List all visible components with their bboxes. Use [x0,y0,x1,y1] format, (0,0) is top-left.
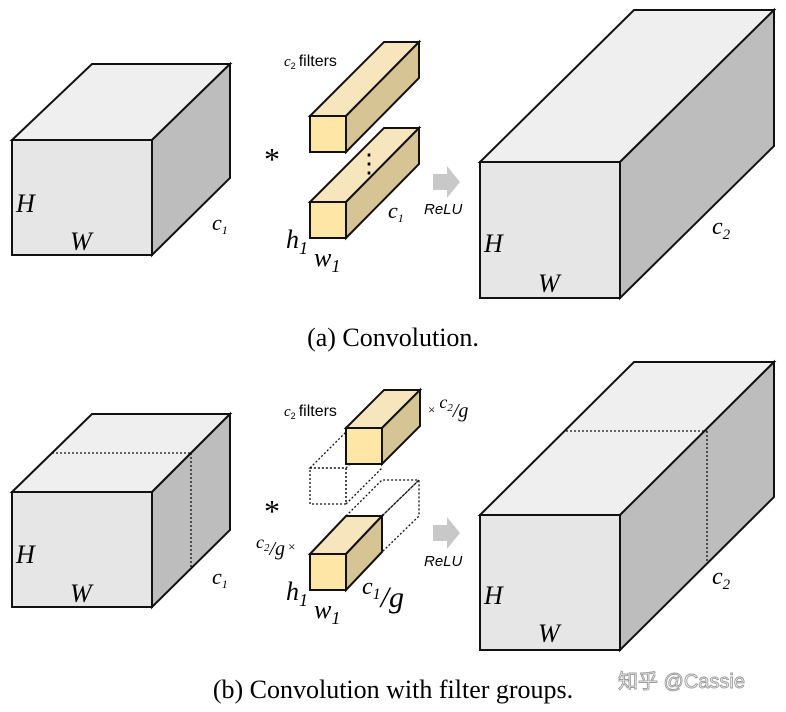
output-b-depth-label: c2 [712,564,731,593]
input-tensor-b-front [11,491,153,608]
filter-a-depth-label: c1 [388,198,404,225]
relu-label-a: ReLU [424,201,463,218]
group-multiplier-left: c2/g× [256,532,295,560]
filter-a-h-label: h1 [286,225,308,258]
filter-b-top [343,387,423,467]
output-b-width-label: W [538,619,562,648]
input-b-depth-label: c1 [212,564,228,591]
filter-b-h-label: h1 [286,577,308,610]
input-tensor-a-front [11,139,153,256]
output-tensor-b-group-divider [566,430,708,564]
filter-b-depth-label: c1/g [362,574,404,614]
caption-a: (a) Convolution. [307,323,479,352]
output-tensor-a-front [479,161,621,299]
ghost-filter-top [308,431,384,505]
filter-b-bottom [307,513,385,593]
input-b-height-label: H [15,540,36,569]
filter-a-bottom [307,125,422,241]
convolution-operator-b: * [264,493,280,529]
input-b-width-label: W [70,579,94,608]
output-a-height-label: H [483,229,504,258]
filter-a-w-label: w1 [314,243,340,276]
filter-b-w-label: w1 [314,595,340,628]
output-b-height-label: H [483,581,504,610]
output-a-depth-label: c2 [712,214,731,243]
filters-dots-a: ⋮ [356,149,382,178]
filter-a-top [307,39,422,155]
output-a-width-label: W [538,269,562,298]
filter-b-top-frontface [345,427,383,465]
group-multiplier-top: ×c2/g [428,392,468,422]
convolution-operator-a: * [264,141,280,177]
input-a-depth-label: c1 [212,210,228,237]
output-tensor-b-front [479,514,621,651]
relu-arrow-b [433,517,460,549]
relu-arrow-a [433,166,460,198]
caption-b: (b) Convolution with filter groups. [213,675,573,704]
ghost-filter-bottom [344,478,421,554]
input-a-width-label: W [70,227,94,256]
filter-a-bottom-frontface [309,201,347,239]
output-tensor-b [477,359,777,653]
filter-b-bottom-frontface [309,553,347,591]
watermark: 知乎 @Cassie [618,670,745,693]
filter-a-top-frontface [309,115,347,153]
relu-label-b: ReLU [424,553,463,570]
input-tensor-b-group-divider [52,452,192,568]
input-a-height-label: H [15,189,36,218]
input-tensor-b [9,411,233,610]
output-tensor-a [477,7,777,301]
input-tensor-a [9,61,233,258]
